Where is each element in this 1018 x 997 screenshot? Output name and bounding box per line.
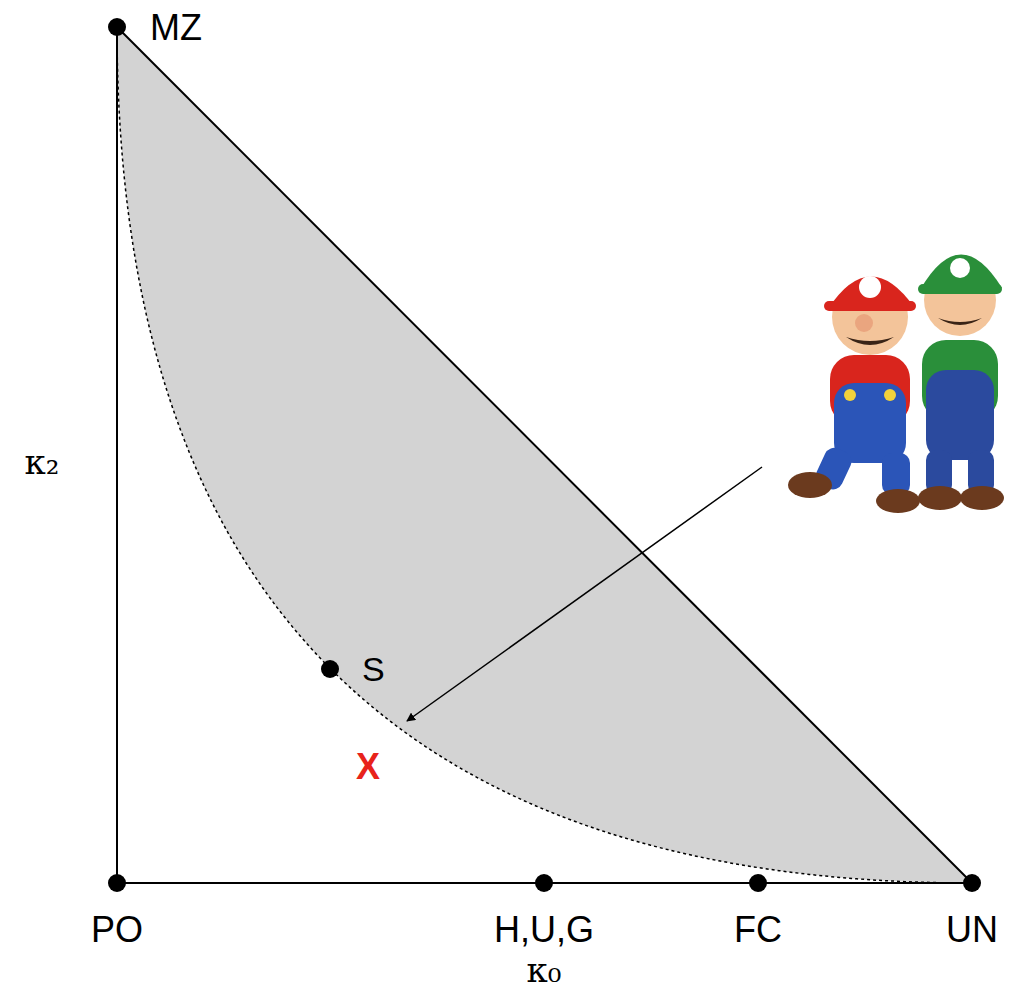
axis-label: κ₂ bbox=[25, 445, 60, 479]
point-label: S bbox=[362, 652, 385, 686]
point-dot bbox=[108, 18, 126, 36]
point-dot bbox=[963, 874, 981, 892]
green-plumber bbox=[918, 236, 1018, 510]
boundary-curve bbox=[117, 27, 972, 883]
red-plumber bbox=[788, 276, 920, 513]
plumbers-illustration bbox=[788, 236, 1018, 513]
point-label: H,U,G bbox=[494, 912, 594, 948]
point-dot bbox=[321, 660, 339, 678]
shaded-region bbox=[117, 27, 972, 883]
point-dot bbox=[108, 874, 126, 892]
pointer-arrow bbox=[407, 467, 762, 721]
point-label: PO bbox=[91, 912, 143, 948]
point-dots bbox=[108, 18, 981, 892]
point-dot bbox=[535, 874, 553, 892]
point-label: UN bbox=[946, 912, 998, 948]
marker-label: X bbox=[356, 749, 380, 785]
y-axis bbox=[116, 27, 118, 883]
point-dot bbox=[749, 874, 767, 892]
diagonal-line bbox=[117, 27, 972, 883]
point-label: MZ bbox=[150, 10, 202, 46]
axis-label: κ₀ bbox=[527, 953, 562, 987]
point-label: FC bbox=[734, 912, 782, 948]
